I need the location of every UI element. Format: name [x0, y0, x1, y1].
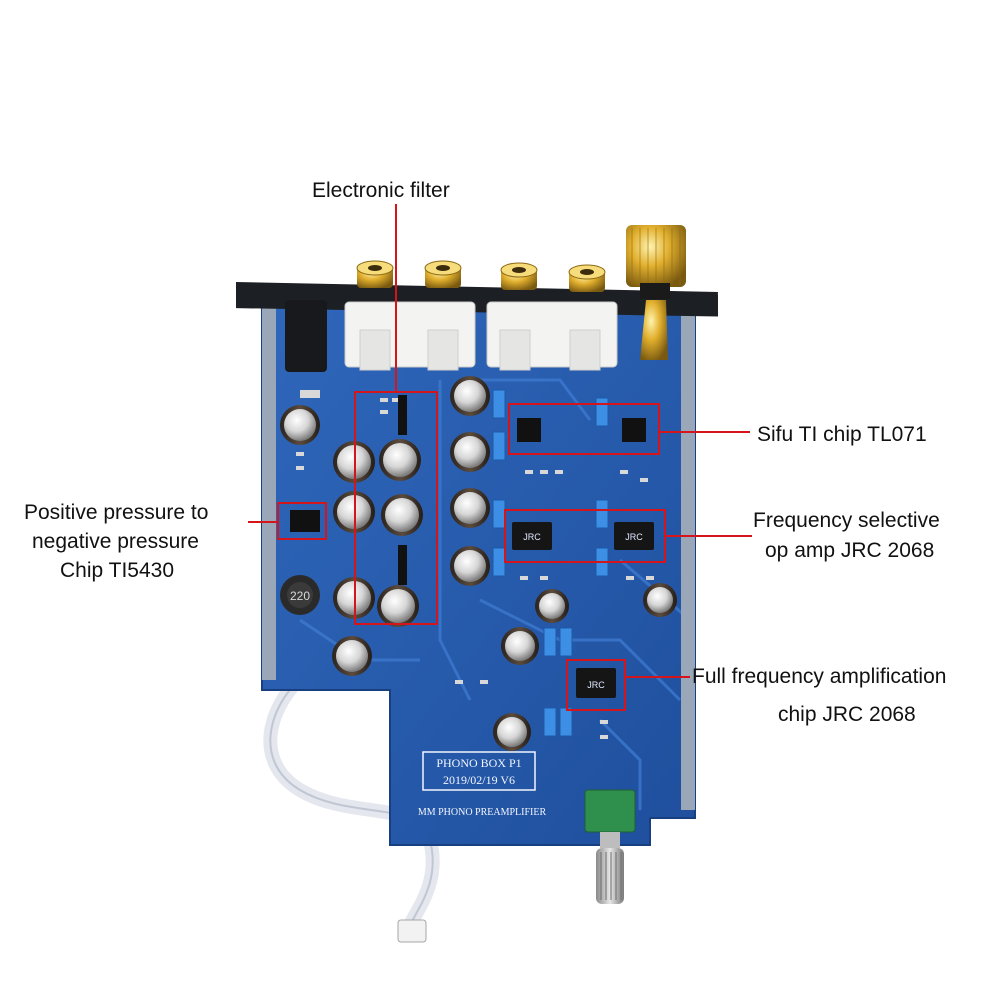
chip-marking: JRC [523, 532, 541, 542]
rca-socket-blocks [344, 301, 618, 371]
callout-positive-pressure-line2: negative pressure [32, 530, 199, 553]
callout-positive-pressure-line3: Chip TI5430 [60, 559, 175, 582]
chip-marking: JRC [625, 532, 643, 542]
board-silkscreen-label: PHONO BOX P1 2019/02/19 V6 MM PHONO PREA… [418, 751, 547, 818]
board-product-text: MM PHONO PREAMPLIFIER [418, 807, 547, 818]
inductor-marking: 220 [290, 589, 310, 603]
potentiometer [584, 789, 636, 904]
chip-marking: JRC [587, 680, 605, 690]
ground-terminal [626, 225, 686, 360]
callout-full-frequency-line2: chip JRC 2068 [778, 703, 916, 726]
dc-power-jack [285, 300, 327, 372]
tl071-box [508, 403, 660, 455]
annotation-leader-lines [248, 204, 752, 678]
inductor: 220 [280, 575, 320, 615]
ic-chips: JRC JRC JRC [290, 418, 654, 698]
callout-frequency-selective-line1: Frequency selective [753, 509, 940, 532]
board-date-text: 2019/02/19 V6 [443, 773, 515, 787]
gold-rca-connectors [356, 260, 606, 292]
film-capacitors [492, 389, 609, 737]
callout-sifu-ti-chip: Sifu TI chip TL071 [757, 423, 927, 446]
board-model-text: PHONO BOX P1 [436, 756, 521, 770]
jrc2068-full-box [566, 659, 626, 711]
callout-full-frequency-line1: Full frequency amplification [692, 665, 947, 688]
callout-electronic-filter: Electronic filter [312, 179, 450, 202]
smd-components [296, 390, 654, 739]
callout-positive-pressure-line1: Positive pressure to [24, 501, 209, 524]
capacitors [280, 376, 677, 751]
callout-frequency-selective-line2: op amp JRC 2068 [765, 539, 935, 562]
